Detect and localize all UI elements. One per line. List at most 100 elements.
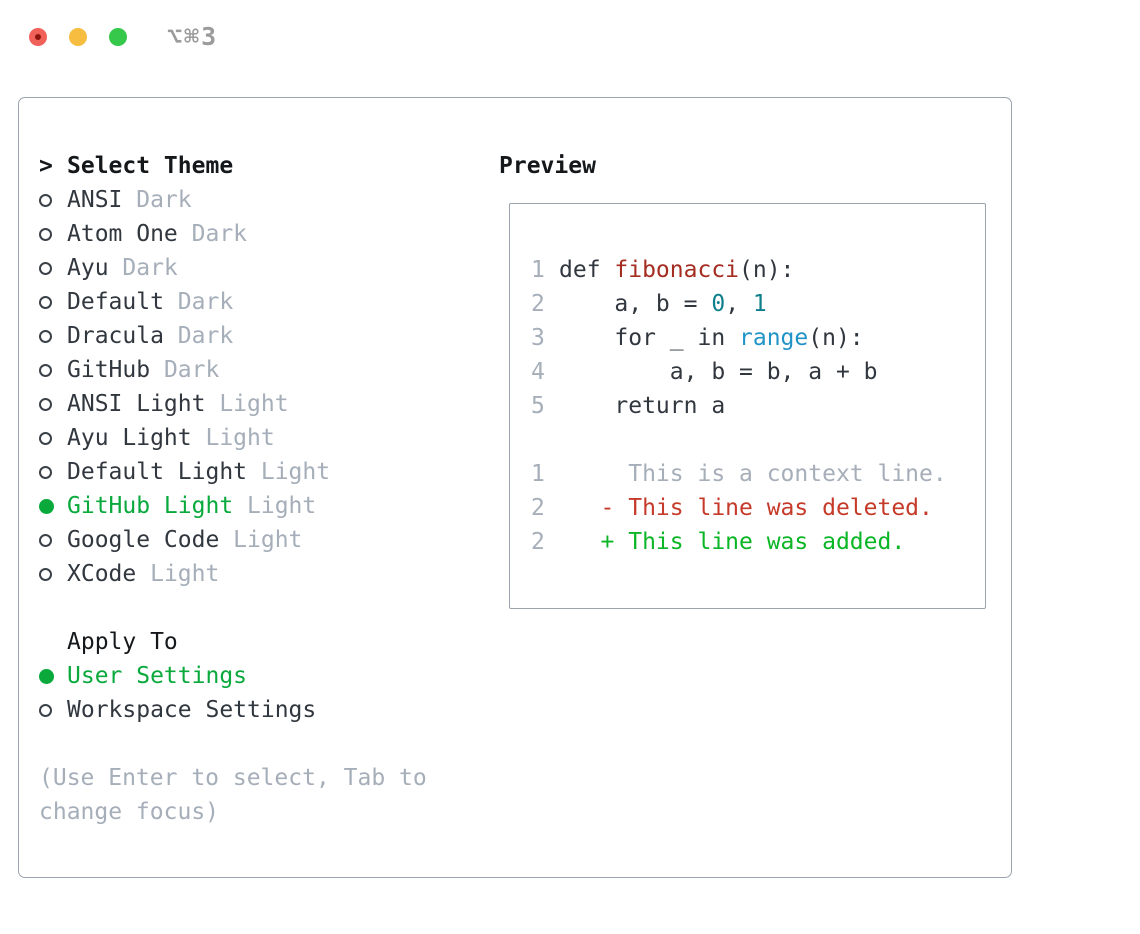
theme-option-ansi[interactable]: ANSI Dark bbox=[39, 183, 427, 217]
radio-icon bbox=[39, 329, 52, 343]
line-number: 2 bbox=[531, 495, 545, 521]
theme-option-google-code[interactable]: Google Code Light bbox=[39, 523, 427, 557]
apply-to-header: Apply To bbox=[39, 625, 427, 659]
line-number: 5 bbox=[531, 393, 545, 419]
radio-icon bbox=[39, 533, 52, 547]
radio-icon bbox=[39, 261, 52, 275]
code-token-plain: a, b = b, a + b bbox=[559, 359, 878, 385]
code-token-plain: def bbox=[559, 257, 615, 283]
radio-icon bbox=[39, 193, 52, 207]
option-label: Default bbox=[67, 289, 164, 315]
hint-line-1: (Use Enter to select, Tab to bbox=[39, 765, 427, 791]
code-token-plain: (n): bbox=[739, 257, 795, 283]
diff-deleted-line: 2 - This line was deleted. bbox=[531, 491, 985, 525]
select-theme-title: Select Theme bbox=[67, 153, 234, 179]
theme-option-ayu-light[interactable]: Ayu Light Light bbox=[39, 421, 427, 455]
option-variant-label: Dark bbox=[163, 357, 220, 383]
option-label: Atom One bbox=[67, 221, 178, 247]
theme-option-github-light[interactable]: GitHub Light Light bbox=[39, 489, 427, 523]
option-label: XCode bbox=[67, 561, 137, 587]
radio-icon bbox=[39, 431, 52, 445]
theme-option-atom-one[interactable]: Atom One Dark bbox=[39, 217, 427, 251]
line-number: 4 bbox=[531, 359, 545, 385]
preview-title: Preview bbox=[499, 153, 596, 179]
prompt-caret-icon: > bbox=[39, 153, 53, 179]
code-token-ctx: This is a context line. bbox=[559, 461, 947, 487]
code-line-2: 2 a, b = 0, 1 bbox=[531, 287, 985, 321]
spacer bbox=[39, 727, 427, 761]
option-label: Ayu Light bbox=[67, 425, 192, 451]
window-shortcut-label: ⌥⌘3 bbox=[167, 22, 219, 51]
code-token-plain: (n): bbox=[808, 325, 864, 351]
radio-selected-icon bbox=[39, 668, 54, 684]
option-label: GitHub Light bbox=[67, 493, 234, 519]
select-theme-header: > Select Theme bbox=[39, 149, 427, 183]
line-number: 2 bbox=[531, 291, 545, 317]
minimize-button[interactable] bbox=[69, 28, 87, 46]
code-token-num: 1 bbox=[752, 291, 767, 317]
apply-option-user-settings[interactable]: User Settings bbox=[39, 659, 427, 693]
apply-to-title: Apply To bbox=[67, 629, 178, 655]
option-label: ANSI bbox=[67, 187, 123, 213]
hint-line-2: change focus) bbox=[39, 799, 220, 825]
line-number: 1 bbox=[531, 257, 545, 283]
theme-option-ansi-light[interactable]: ANSI Light Light bbox=[39, 387, 427, 421]
line-number: 1 bbox=[531, 461, 545, 487]
code-token-plain: return a bbox=[559, 393, 726, 419]
option-variant-label: Light bbox=[205, 425, 275, 451]
option-variant-label: Dark bbox=[136, 187, 192, 213]
option-variant-label: Light bbox=[247, 493, 317, 519]
spacer-line bbox=[531, 423, 985, 457]
option-label: Workspace Settings bbox=[67, 697, 317, 723]
option-variant-label: Light bbox=[233, 527, 303, 553]
apply-option-workspace-settings[interactable]: Workspace Settings bbox=[39, 693, 427, 727]
radio-icon bbox=[39, 465, 52, 479]
code-line-5: 5 return a bbox=[531, 389, 985, 423]
radio-icon bbox=[39, 363, 52, 377]
option-variant-label: Light bbox=[260, 459, 331, 485]
theme-option-xcode[interactable]: XCode Light bbox=[39, 557, 427, 591]
code-token-builtin: range bbox=[739, 325, 809, 351]
option-label: Dracula bbox=[67, 323, 164, 349]
radio-icon bbox=[39, 703, 52, 717]
option-label: Default Light bbox=[67, 459, 248, 485]
radio-icon bbox=[39, 567, 52, 581]
theme-option-dracula[interactable]: Dracula Dark bbox=[39, 319, 427, 353]
zoom-button[interactable] bbox=[109, 28, 127, 46]
code-line-4: 4 a, b = b, a + b bbox=[531, 355, 985, 389]
code-token-del: - This line was deleted. bbox=[559, 495, 933, 521]
diff-context-line: 1 This is a context line. bbox=[531, 457, 985, 491]
option-variant-label: Dark bbox=[177, 323, 234, 349]
theme-option-default[interactable]: Default Dark bbox=[39, 285, 427, 319]
option-label: Google Code bbox=[67, 527, 220, 553]
option-label: GitHub bbox=[67, 357, 151, 383]
code-line-1: 1 def fibonacci(n): bbox=[531, 253, 985, 287]
code-token-add: + This line was added. bbox=[559, 529, 906, 555]
spacer bbox=[39, 591, 427, 625]
code-token-num: 0 bbox=[711, 291, 726, 317]
close-button[interactable] bbox=[29, 28, 47, 46]
option-variant-label: Dark bbox=[191, 221, 248, 247]
option-variant-label: Light bbox=[150, 561, 220, 587]
diff-added-line: 2 + This line was added. bbox=[531, 525, 985, 559]
line-number: 2 bbox=[531, 529, 545, 555]
radio-icon bbox=[39, 397, 52, 411]
option-variant-label: Dark bbox=[177, 289, 234, 315]
code-token-plain: , bbox=[725, 291, 753, 317]
radio-icon bbox=[39, 295, 52, 309]
radio-icon bbox=[39, 227, 52, 241]
code-line-3: 3 for _ in range(n): bbox=[531, 321, 985, 355]
code-token-func: fibonacci bbox=[614, 257, 740, 283]
theme-option-default-light[interactable]: Default Light Light bbox=[39, 455, 427, 489]
option-label: ANSI Light bbox=[67, 391, 206, 417]
code-token-plain: for _ in bbox=[559, 325, 740, 351]
theme-option-github[interactable]: GitHub Dark bbox=[39, 353, 427, 387]
option-variant-label: Dark bbox=[122, 255, 178, 281]
option-variant-label: Light bbox=[219, 391, 289, 417]
